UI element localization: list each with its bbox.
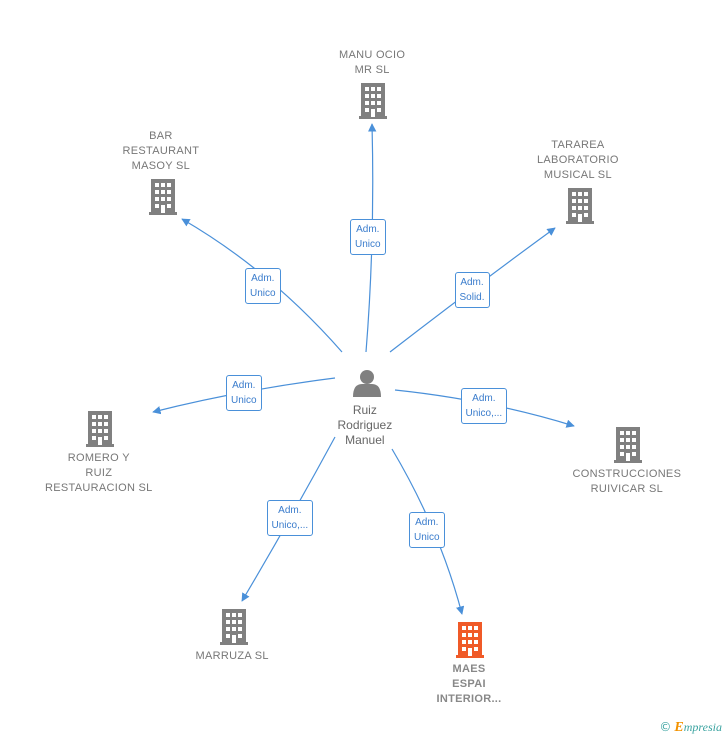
- relation-label-romero-y-ruiz[interactable]: Adm. Unico: [226, 375, 262, 411]
- relation-label-line: Adm.: [251, 273, 275, 284]
- company-label-line: RUIVICAR SL: [590, 483, 664, 495]
- relation-label-line: Adm.: [278, 505, 302, 516]
- company-label-line: RUIZ: [85, 467, 113, 479]
- relation-label-line: Adm.: [460, 277, 484, 288]
- company-label-maes-espai[interactable]: MAES ESPAI INTERIOR...: [437, 662, 502, 707]
- company-label-line: RESTAURACION SL: [45, 482, 153, 494]
- company-label-romero-y-ruiz[interactable]: ROMERO Y RUIZ RESTAURACION SL: [45, 451, 153, 496]
- company-label-marruza[interactable]: MARRUZA SL: [196, 649, 269, 664]
- person-label-line: Ruiz: [352, 403, 377, 417]
- relation-label-line: Unico,...: [465, 408, 503, 419]
- company-label-line: MAES: [452, 663, 486, 675]
- brand-initial: E: [674, 720, 684, 735]
- relation-label-line: Unico: [355, 239, 381, 250]
- relation-label-line: Adm.: [356, 224, 380, 235]
- person-icon[interactable]: [353, 370, 381, 397]
- brand-name: mpresia: [683, 720, 722, 734]
- company-label-tararea[interactable]: TARAREA LABORATORIO MUSICAL SL: [537, 138, 619, 183]
- company-label-line: MR SL: [354, 64, 390, 76]
- person-label-line: Manuel: [345, 433, 385, 447]
- company-label-line: INTERIOR...: [436, 693, 502, 705]
- building-icon[interactable]: [614, 427, 642, 463]
- company-label-line: ROMERO Y: [67, 452, 130, 464]
- building-icon[interactable]: [566, 188, 594, 224]
- company-label-line: MARRUZA SL: [195, 650, 269, 662]
- company-label-line: BAR: [149, 130, 173, 142]
- relation-label-line: Unico: [231, 395, 257, 406]
- relation-label-line: Adm.: [415, 517, 439, 528]
- company-label-bar-restaurant[interactable]: BAR RESTAURANT MASOY SL: [123, 129, 200, 174]
- relation-label-line: Unico: [414, 532, 440, 543]
- relation-label-maes-espai[interactable]: Adm. Unico: [409, 512, 445, 548]
- company-label-manu-ocio[interactable]: MANU OCIO MR SL: [339, 48, 405, 78]
- relation-label-line: Unico: [250, 288, 276, 299]
- company-label-line: MANU OCIO: [339, 49, 406, 61]
- relation-label-line: Adm.: [472, 393, 496, 404]
- building-icon[interactable]: [86, 411, 114, 447]
- building-icon[interactable]: [220, 609, 248, 645]
- relation-label-line: Solid.: [459, 292, 485, 303]
- company-label-line: TARAREA: [551, 139, 605, 151]
- building-icon[interactable]: [149, 179, 177, 215]
- building-icon[interactable]: [359, 83, 387, 119]
- copyright-icon: ©: [659, 720, 672, 734]
- relation-label-line: Adm.: [232, 380, 256, 391]
- relation-label-tararea[interactable]: Adm. Solid.: [454, 272, 490, 308]
- person-label-line: Rodriguez: [337, 418, 393, 432]
- company-label-line: MUSICAL SL: [543, 169, 612, 181]
- company-label-line: ESPAI: [452, 678, 486, 690]
- company-label-line: LABORATORIO: [537, 154, 619, 166]
- relation-label-line: Unico,...: [271, 520, 309, 531]
- company-label-line: MASOY SL: [131, 160, 191, 172]
- relation-label-manu-ocio[interactable]: Adm. Unico: [350, 219, 386, 255]
- relation-label-construcciones[interactable]: Adm. Unico,...: [460, 388, 508, 424]
- brand-logo: © Empresia: [659, 720, 722, 736]
- relation-label-marruza[interactable]: Adm. Unico,...: [266, 500, 314, 536]
- company-label-line: CONSTRUCCIONES: [572, 468, 682, 480]
- company-label-construcciones[interactable]: CONSTRUCCIONES RUIVICAR SL: [573, 467, 682, 497]
- building-icon[interactable]: [456, 622, 484, 658]
- relation-label-bar-restaurant[interactable]: Adm. Unico: [245, 268, 281, 304]
- company-label-line: RESTAURANT: [122, 145, 200, 157]
